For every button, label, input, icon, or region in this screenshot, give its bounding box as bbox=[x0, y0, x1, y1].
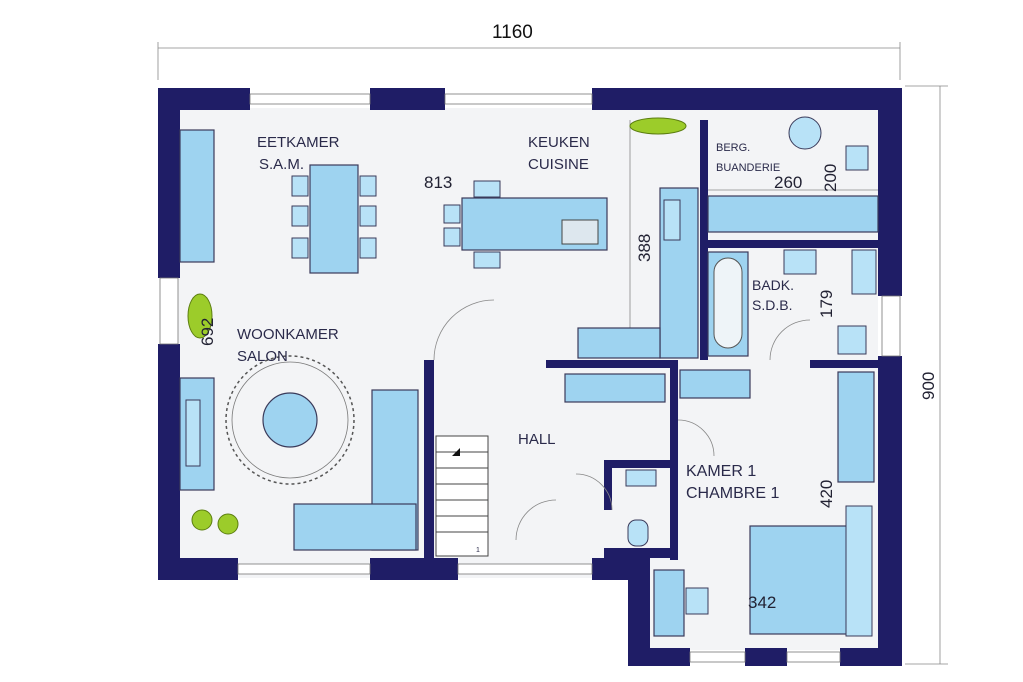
dimension-lines bbox=[157, 42, 948, 665]
label-kitchen-fr: CUISINE bbox=[528, 156, 589, 173]
dim-storage-width: 260 bbox=[774, 173, 802, 192]
toilet bbox=[625, 469, 657, 547]
storage-room bbox=[707, 116, 879, 233]
label-dining-nl: EETKAMER bbox=[257, 134, 340, 151]
kitchen-counter bbox=[564, 187, 751, 403]
label-bath-nl: BADK. bbox=[752, 277, 794, 293]
sofa bbox=[293, 389, 419, 551]
dining-table bbox=[291, 164, 377, 274]
coffee-table bbox=[225, 355, 355, 485]
label-storage-fr: BUANDERIE bbox=[716, 162, 780, 174]
bedroom-furniture bbox=[653, 371, 875, 637]
walls bbox=[158, 88, 902, 666]
dim-dining-width: 813 bbox=[424, 173, 452, 192]
doors bbox=[433, 299, 811, 541]
living-cabinets bbox=[179, 129, 215, 491]
dim-storage-depth: 200 bbox=[821, 164, 840, 192]
label-bedroom-nl: KAMER 1 bbox=[686, 463, 756, 480]
dim-bath-depth: 179 bbox=[817, 290, 836, 318]
label-bedroom-fr: CHAMBRE 1 bbox=[686, 485, 779, 502]
dim-bedroom-width: 342 bbox=[748, 593, 776, 612]
dim-bedroom-depth: 420 bbox=[817, 480, 836, 508]
dim-overall-width: 1160 bbox=[492, 22, 533, 43]
label-storage-nl: BERG. bbox=[716, 142, 750, 154]
stair-marker: 1 bbox=[476, 547, 480, 554]
dim-kitchen-depth: 388 bbox=[635, 234, 654, 262]
kitchen-island bbox=[443, 180, 608, 269]
staircase bbox=[435, 435, 489, 557]
windows bbox=[159, 93, 901, 663]
bathroom bbox=[707, 249, 877, 357]
label-bath-fr: S.D.B. bbox=[752, 297, 792, 313]
label-hall: HALL bbox=[518, 431, 556, 448]
plant-icon bbox=[187, 117, 687, 535]
label-living-fr: SALON bbox=[237, 348, 288, 365]
dim-living-height: 692 bbox=[198, 318, 217, 346]
label-living-nl: WOONKAMER bbox=[237, 326, 339, 343]
label-dining-fr: S.A.M. bbox=[259, 156, 304, 173]
dim-overall-height: 900 bbox=[919, 372, 938, 400]
label-kitchen-nl: KEUKEN bbox=[528, 134, 590, 151]
